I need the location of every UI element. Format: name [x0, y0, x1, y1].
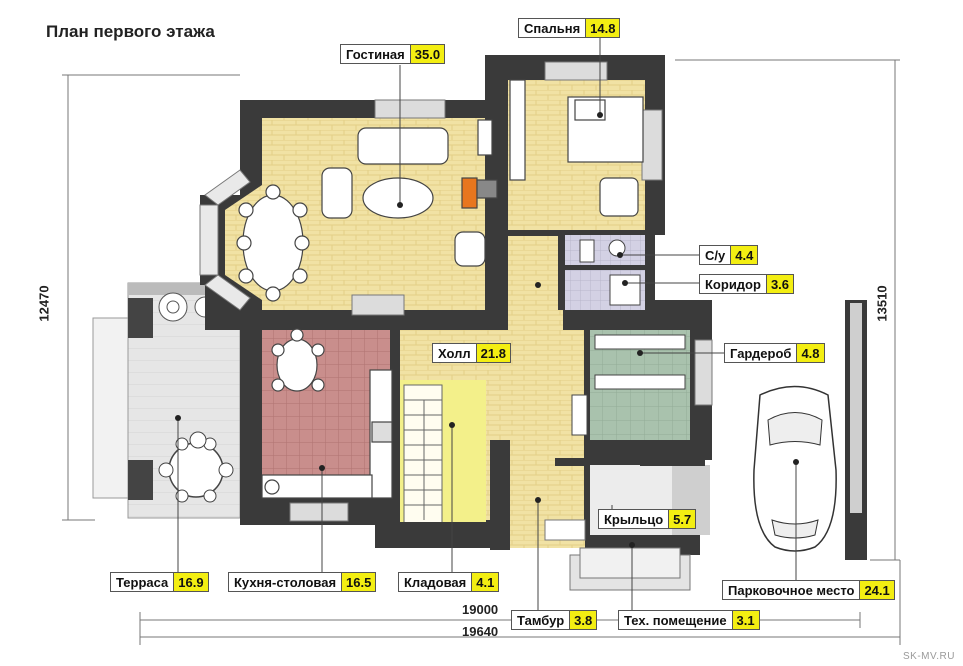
label-wardrobe-name: Гардероб: [730, 345, 792, 361]
label-kitchen-area: 16.5: [341, 573, 376, 591]
staircase: [403, 384, 443, 526]
label-corridor-area: 3.6: [765, 275, 794, 293]
label-porch-name: Крыльцо: [604, 511, 664, 527]
label-corridor-name: Коридор: [705, 276, 761, 292]
porch-steps: [544, 519, 691, 591]
label-kitchen: Кухня-столовая 16.5: [228, 572, 377, 592]
living-furniture: [236, 119, 498, 302]
label-porch: Крыльцо 5.7: [598, 509, 697, 529]
label-terrace-name: Терраса: [116, 574, 169, 590]
wardrobe-furniture: [571, 334, 686, 436]
label-hall: Холл 21.8: [432, 343, 511, 363]
label-vestibule: Тамбур 3.8: [511, 610, 598, 630]
label-wc-area: 4.4: [730, 246, 758, 264]
label-parking-area: 24.1: [859, 581, 894, 599]
dimension-lines: [62, 59, 901, 645]
label-porch-area: 5.7: [668, 510, 696, 528]
dimension-bottom-outer: 19640: [462, 624, 499, 639]
label-hall-area: 21.8: [475, 344, 510, 362]
label-bedroom-name: Спальня: [524, 20, 581, 36]
label-wardrobe: Гардероб 4.8: [724, 343, 825, 363]
kitchen-furniture: [261, 328, 393, 499]
label-pantry-area: 4.1: [471, 573, 499, 591]
label-pantry-name: Кладовая: [404, 574, 467, 590]
label-terrace-area: 16.9: [173, 573, 208, 591]
dimension-bottom-inner: 19000: [462, 602, 499, 617]
label-living-area: 35.0: [409, 45, 445, 63]
label-terrace: Терраса 16.9: [110, 572, 209, 592]
label-wc: С/у 4.4: [699, 245, 759, 265]
bay-window: [199, 169, 251, 311]
label-wardrobe-area: 4.8: [796, 344, 824, 362]
label-pantry: Кладовая 4.1: [398, 572, 500, 592]
dimension-right: 13510: [874, 285, 890, 322]
dimension-left: 12470: [36, 285, 52, 322]
label-tech: Тех. помещение 3.1: [618, 610, 760, 630]
windows: [289, 61, 713, 522]
label-bedroom: Спальня 14.8: [518, 18, 621, 38]
label-corridor: Коридор 3.6: [699, 274, 795, 294]
label-living: Гостиная 35.0: [340, 44, 446, 64]
label-bedroom-area: 14.8: [585, 19, 620, 37]
label-kitchen-name: Кухня-столовая: [234, 574, 337, 590]
leader-lines: [177, 38, 797, 610]
parking-area: [753, 300, 867, 560]
label-parking-name: Парковочное место: [728, 582, 855, 598]
leader-dots: [175, 112, 799, 548]
label-parking: Парковочное место 24.1: [722, 580, 895, 600]
label-tech-area: 3.1: [731, 611, 759, 629]
label-vestibule-area: 3.8: [569, 611, 597, 629]
label-wc-name: С/у: [705, 247, 726, 263]
label-hall-name: Холл: [438, 345, 471, 361]
label-living-name: Гостиная: [346, 46, 405, 62]
watermark: SK-MV.RU: [903, 651, 955, 662]
label-vestibule-name: Тамбур: [517, 612, 565, 628]
plan-title: План первого этажа: [46, 22, 215, 41]
label-tech-name: Тех. помещение: [624, 612, 727, 628]
